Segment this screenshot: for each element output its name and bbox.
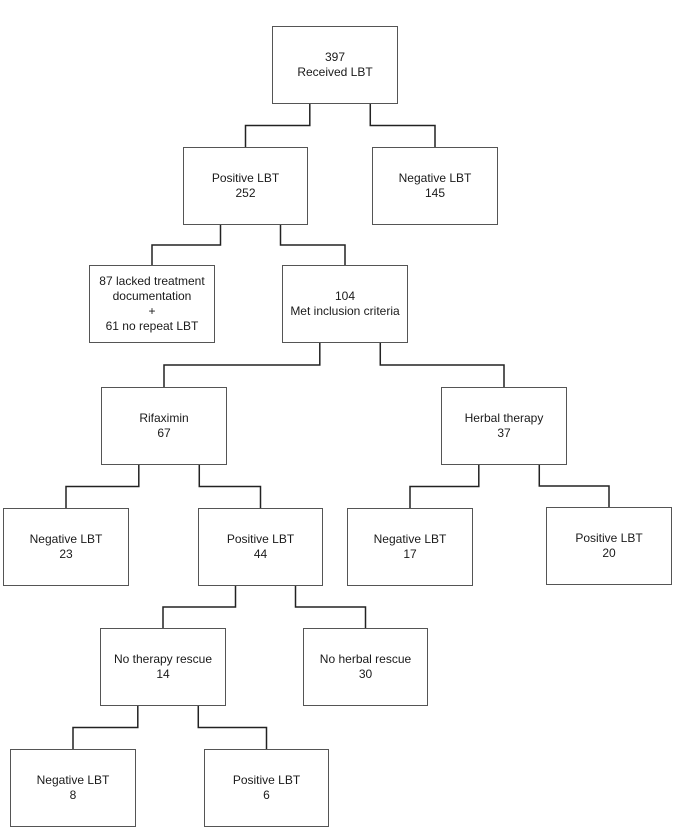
node-line: Positive LBT <box>211 171 280 185</box>
node-positive-lbt-20: Positive LBT 20 <box>546 507 672 585</box>
node-line: Received LBT <box>297 65 373 79</box>
node-line: 6 <box>263 788 270 802</box>
connector-norescue-neg8 <box>72 706 139 749</box>
node-line: 145 <box>424 186 446 200</box>
node-line: Herbal therapy <box>464 411 544 425</box>
node-line: 30 <box>358 667 373 681</box>
node-excluded: 87 lacked treatment documentation + 61 n… <box>89 265 215 343</box>
node-line: 44 <box>253 547 268 561</box>
node-line: 104 <box>334 289 356 303</box>
connector-received-neg145 <box>369 104 436 147</box>
node-negative-lbt-8: Negative LBT 8 <box>10 749 136 827</box>
node-line: Positive LBT <box>226 532 295 546</box>
node-positive-lbt-6: Positive LBT 6 <box>204 749 329 827</box>
node-rifaximin: Rifaximin 67 <box>101 387 227 465</box>
connector-pos252-met104 <box>279 225 346 265</box>
node-line: Negative LBT <box>398 171 472 185</box>
node-line: 61 no repeat LBT <box>105 319 199 333</box>
node-positive-lbt-44: Positive LBT 44 <box>198 508 323 586</box>
node-line: 252 <box>235 186 256 200</box>
connector-rifaximin-pos44 <box>198 465 262 508</box>
node-line: 8 <box>69 788 77 802</box>
connector-received-pos252 <box>244 104 311 147</box>
node-no-herbal-rescue: No herbal rescue 30 <box>303 628 428 706</box>
connector-pos252-excluded <box>151 225 222 265</box>
node-line: 87 lacked treatment <box>99 274 205 288</box>
connector-pos44-norescue <box>162 586 237 628</box>
node-line: 14 <box>156 667 170 681</box>
node-positive-lbt-252: Positive LBT 252 <box>183 147 308 225</box>
node-negative-lbt-23: Negative LBT 23 <box>3 508 129 586</box>
connector-pos44-herbalrescue <box>294 586 367 628</box>
node-herbal-therapy: Herbal therapy 37 <box>441 387 567 465</box>
node-line: Negative LBT <box>29 532 103 546</box>
node-no-therapy-rescue: No therapy rescue 14 <box>100 628 226 706</box>
node-line: + <box>148 304 156 318</box>
node-line: Rifaximin <box>139 411 189 425</box>
node-line: 20 <box>602 546 616 560</box>
connector-met104-herbal <box>379 343 505 387</box>
node-line: Negative LBT <box>36 773 110 787</box>
node-met-inclusion: 104 Met inclusion criteria <box>282 265 408 343</box>
node-line: 23 <box>59 547 73 561</box>
connector-met104-rifaximin <box>163 343 321 387</box>
connector-norescue-pos6 <box>197 706 268 749</box>
node-line: 37 <box>497 426 511 440</box>
connector-rifaximin-neg23 <box>65 465 140 508</box>
node-line: documentation <box>112 289 192 303</box>
node-line: Negative LBT <box>373 532 447 546</box>
node-negative-lbt-145: Negative LBT 145 <box>372 147 498 225</box>
node-line: 67 <box>157 426 171 440</box>
node-line: 397 <box>324 50 346 64</box>
node-line: Positive LBT <box>575 531 643 545</box>
node-negative-lbt-17: Negative LBT 17 <box>347 508 473 586</box>
node-line: Met inclusion criteria <box>290 304 400 318</box>
node-received-lbt: 397 Received LBT <box>272 26 398 104</box>
node-line: Positive LBT <box>232 773 301 787</box>
connector-herbal-pos20 <box>538 465 610 507</box>
node-line: No therapy rescue <box>113 652 213 666</box>
connector-herbal-neg17 <box>409 465 480 508</box>
node-line: No herbal rescue <box>319 652 412 666</box>
node-line: 17 <box>403 547 417 561</box>
